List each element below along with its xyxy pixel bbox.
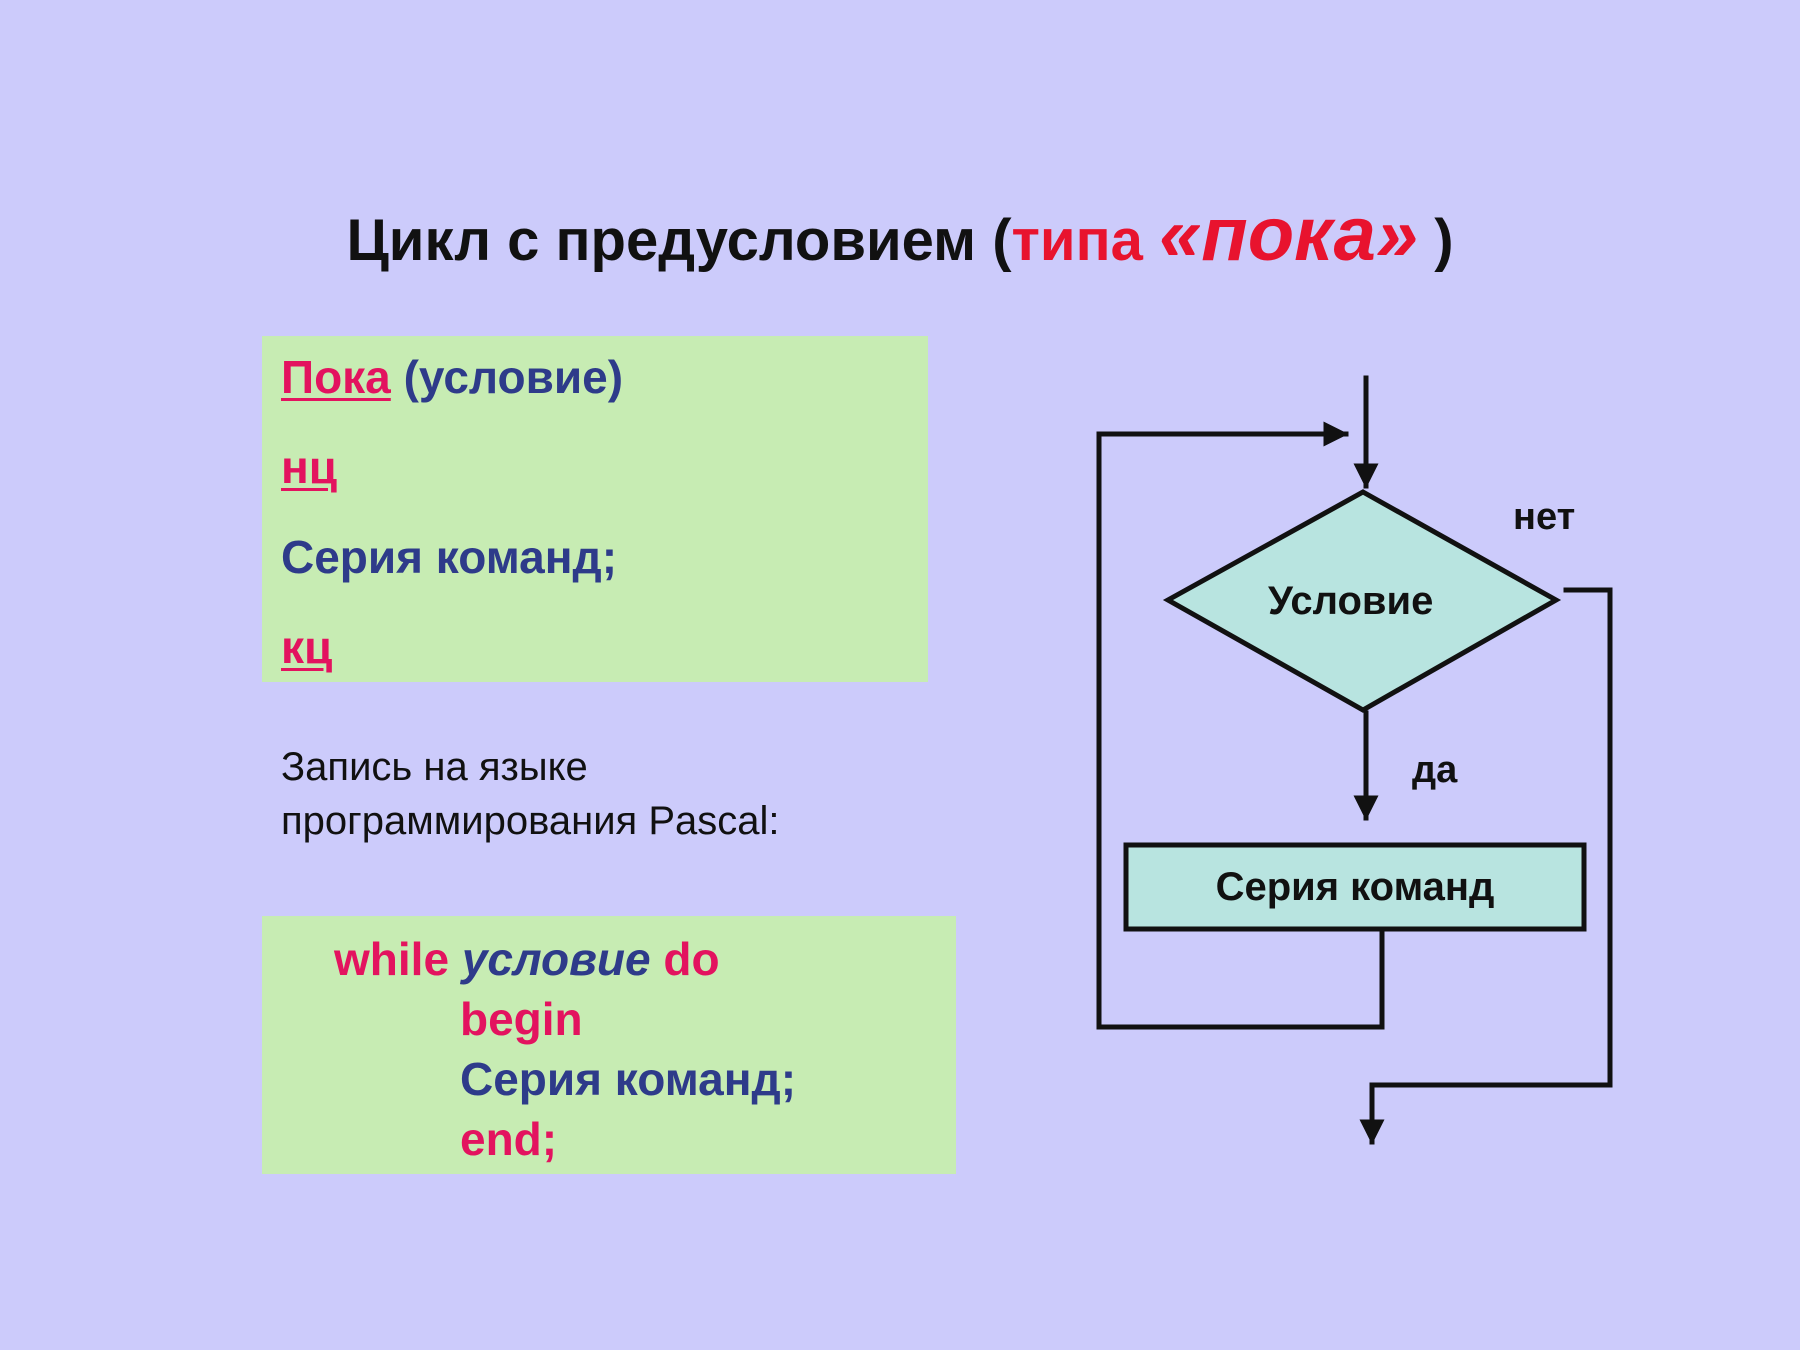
title-type-word: типа <box>1011 208 1143 273</box>
body-rect <box>1123 842 1587 932</box>
code-line-begin: begin <box>460 991 583 1047</box>
body-label: Серия команд <box>1215 865 1495 909</box>
pascal-caption-line2: программирования Pascal: <box>281 799 780 843</box>
exit-arrow <box>1359 587 1613 1145</box>
pseudocode-while-keyword: Пока <box>281 351 391 403</box>
pseudocode-condition: (условие) <box>403 351 624 403</box>
title-main: Цикл с предусловием <box>346 208 977 273</box>
pseudocode-panel: Пока (условие) нц Серия команд; кц <box>262 336 928 682</box>
pseudocode-line-end: кц <box>281 619 332 675</box>
pseudocode-line-body: Серия команд; <box>281 529 617 585</box>
condition-label: Условие <box>1268 579 1434 623</box>
pascal-caption-line1: Запись на языке <box>281 745 588 789</box>
code-do-keyword: do <box>663 933 720 985</box>
pseudocode-begin-keyword: нц <box>281 441 338 493</box>
pascal-code-panel: while условие do begin Серия команд; end… <box>262 916 956 1174</box>
title-open-paren: ( <box>992 208 1012 273</box>
title-loop-word: «пока» <box>1159 192 1419 277</box>
pseudocode-line-while: Пока (условие) <box>281 349 623 405</box>
yes-label: да <box>1412 749 1458 791</box>
code-condition: условие <box>461 933 651 985</box>
code-line-while: while условие do <box>334 931 720 987</box>
code-begin-keyword: begin <box>460 993 583 1045</box>
title-close-paren: ) <box>1434 208 1454 273</box>
pascal-caption: Запись на языке программирования Pascal: <box>281 740 780 848</box>
pseudocode-body: Серия команд; <box>281 531 618 583</box>
code-while-keyword: while <box>334 933 450 985</box>
code-body: Серия команд; <box>460 1053 797 1105</box>
code-line-end: end; <box>460 1111 557 1167</box>
page-title: Цикл с предусловием (типа «пока» ) <box>0 195 1800 281</box>
pseudocode-line-begin: нц <box>281 439 337 495</box>
code-end-keyword: end; <box>460 1113 558 1165</box>
loop-back-arrow <box>1096 421 1385 1030</box>
no-label: нет <box>1513 496 1576 538</box>
pseudocode-end-keyword: кц <box>281 621 333 673</box>
code-line-body: Серия команд; <box>460 1051 796 1107</box>
condition-diamond <box>1162 489 1562 713</box>
